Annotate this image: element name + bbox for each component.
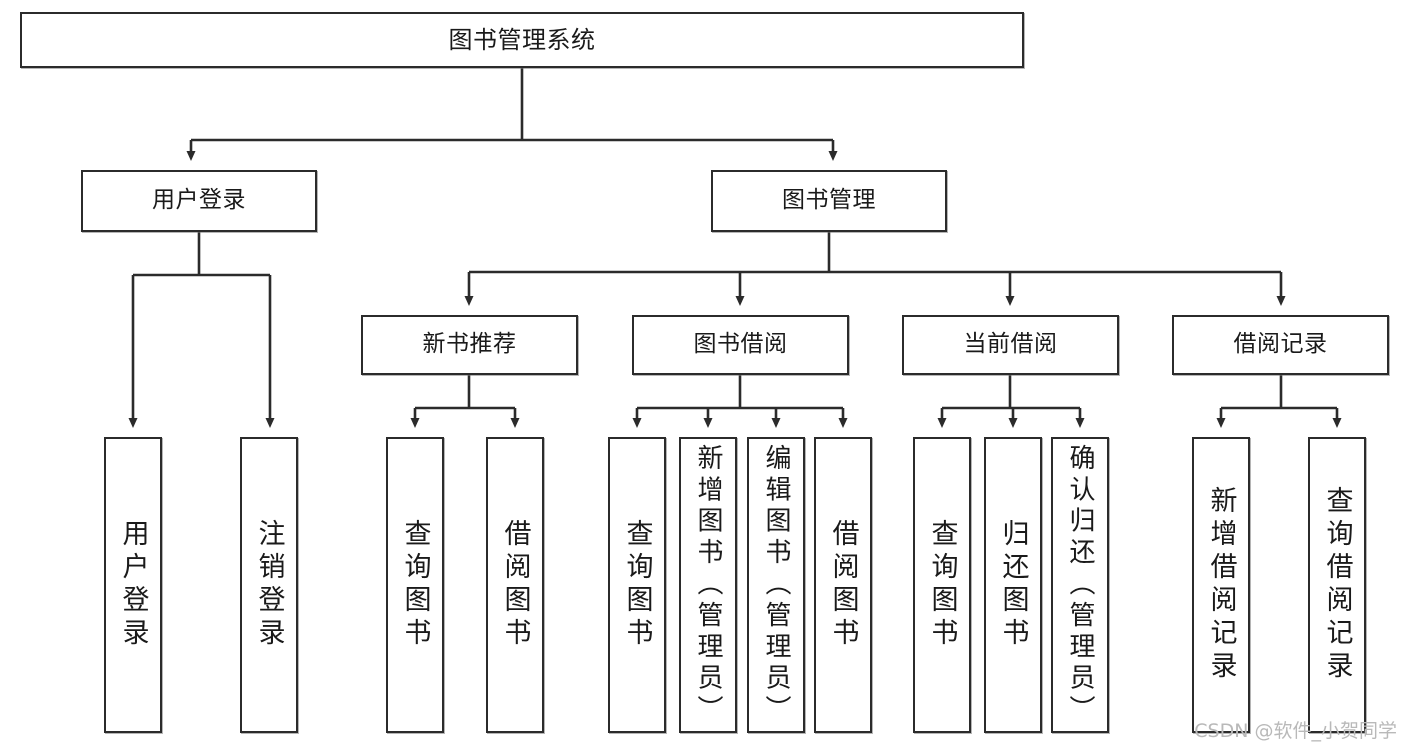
node-leaf-query-book-borrow-label: 查询图书 <box>621 519 653 651</box>
node-borrow-record-label: 借阅记录 <box>1233 331 1328 358</box>
node-leaf-add-book-admin-label: 新增图书（管理员） <box>693 443 723 727</box>
node-leaf-logout-label: 注销登录 <box>253 519 285 651</box>
node-leaf-edit-book-admin-label: 编辑图书（管理员） <box>761 443 791 727</box>
node-leaf-borrow-book-label: 借阅图书 <box>827 519 859 651</box>
node-root-label: 图书管理系统 <box>448 25 596 54</box>
node-leaf-add-borrow-record-label: 新增借阅记录 <box>1205 486 1237 684</box>
node-leaf-borrow-book-new-label: 借阅图书 <box>499 519 531 651</box>
node-leaf-query-book-new-label: 查询图书 <box>399 519 431 651</box>
node-leaf-query-book-current-label: 查询图书 <box>926 519 958 651</box>
node-leaf-borrow-book[interactable]: 借阅图书 <box>814 437 872 733</box>
node-book-management-label: 图书管理 <box>782 187 876 214</box>
node-borrow-record[interactable]: 借阅记录 <box>1172 315 1389 375</box>
node-book-borrow[interactable]: 图书借阅 <box>632 315 849 375</box>
node-leaf-query-book-new[interactable]: 查询图书 <box>386 437 444 733</box>
node-book-borrow-label: 图书借阅 <box>693 331 788 358</box>
node-leaf-confirm-return-admin-label: 确认归还（管理员） <box>1065 443 1095 727</box>
node-new-book-recommend[interactable]: 新书推荐 <box>361 315 578 375</box>
node-leaf-query-book-current[interactable]: 查询图书 <box>913 437 971 733</box>
node-leaf-logout[interactable]: 注销登录 <box>240 437 298 733</box>
node-user-login[interactable]: 用户登录 <box>81 170 317 232</box>
node-current-borrow[interactable]: 当前借阅 <box>902 315 1119 375</box>
node-leaf-query-borrow-record-label: 查询借阅记录 <box>1321 486 1353 684</box>
node-leaf-query-borrow-record[interactable]: 查询借阅记录 <box>1308 437 1366 733</box>
node-leaf-add-book-admin[interactable]: 新增图书（管理员） <box>679 437 737 733</box>
node-leaf-return-book-label: 归还图书 <box>997 519 1029 651</box>
node-leaf-query-book-borrow[interactable]: 查询图书 <box>608 437 666 733</box>
node-current-borrow-label: 当前借阅 <box>963 331 1058 358</box>
csdn-watermark: CSDN @软件_小贺同学 <box>1194 720 1397 742</box>
node-leaf-user-login-label: 用户登录 <box>117 519 149 651</box>
node-root[interactable]: 图书管理系统 <box>20 12 1024 68</box>
node-new-book-recommend-label: 新书推荐 <box>422 331 517 358</box>
node-leaf-add-borrow-record[interactable]: 新增借阅记录 <box>1192 437 1250 733</box>
node-leaf-borrow-book-new[interactable]: 借阅图书 <box>486 437 544 733</box>
node-user-login-label: 用户登录 <box>152 187 246 214</box>
node-leaf-confirm-return-admin[interactable]: 确认归还（管理员） <box>1051 437 1109 733</box>
node-leaf-return-book[interactable]: 归还图书 <box>984 437 1042 733</box>
node-book-management[interactable]: 图书管理 <box>711 170 947 232</box>
node-leaf-edit-book-admin[interactable]: 编辑图书（管理员） <box>747 437 805 733</box>
node-leaf-user-login[interactable]: 用户登录 <box>104 437 162 733</box>
